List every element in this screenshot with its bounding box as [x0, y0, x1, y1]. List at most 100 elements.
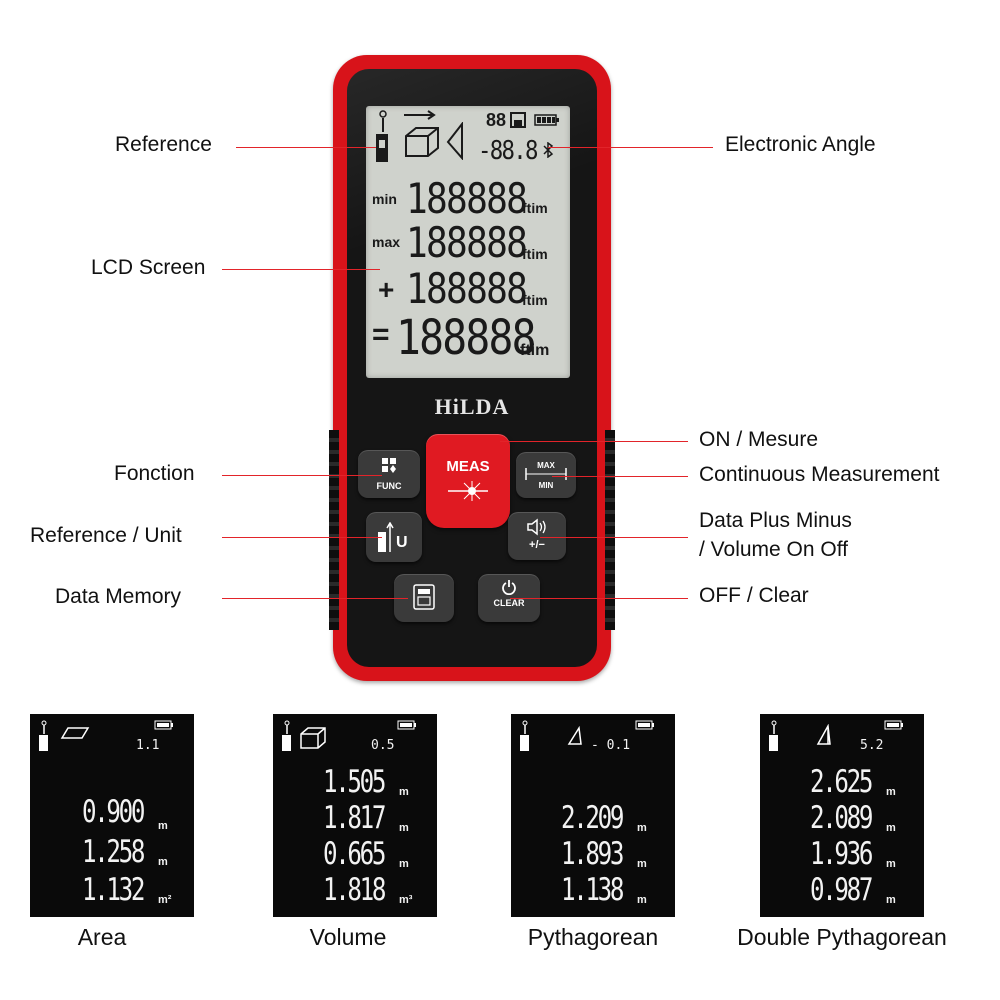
unit-1: m	[886, 786, 896, 798]
func-label: FUNC	[376, 481, 402, 491]
caption-pythagorean: Pythagorean	[527, 924, 659, 950]
lcd-unit-2: ftim	[522, 246, 548, 262]
reference-icon	[39, 720, 48, 751]
value-1: 0.900	[82, 794, 145, 830]
reference-icon	[282, 720, 291, 751]
reference-icon	[769, 720, 778, 751]
lcd-unit-3: ftim	[522, 292, 548, 308]
unit-2: m	[399, 822, 409, 834]
battery-icon	[635, 720, 654, 730]
value-2: 2.089	[810, 800, 873, 836]
callout-reference: Reference	[115, 133, 212, 156]
value-2: 1.258	[82, 834, 145, 870]
callout-electronic-angle: Electronic Angle	[725, 133, 876, 156]
lcd-label-equals: =	[372, 318, 390, 351]
value-2: 1.893	[561, 836, 624, 872]
reference-device-icon	[378, 522, 394, 552]
angle-readout: 5.2	[860, 738, 884, 753]
memory-save-icon	[510, 112, 526, 128]
right-grip	[605, 430, 615, 630]
value-3: 0.665	[323, 836, 386, 872]
callout-line-electronic-angle	[548, 147, 713, 148]
lcd-row-3: 188888	[406, 264, 528, 313]
unit-3: m	[399, 858, 409, 870]
unit-1: m	[158, 820, 168, 832]
unit-2: m	[158, 856, 168, 868]
angle-readout: 1.1	[136, 738, 160, 753]
value-2: 1.817	[323, 800, 386, 836]
speaker-icon	[527, 518, 546, 536]
value-1: 2.209	[561, 800, 624, 836]
lcd-row-4: 188888	[396, 310, 537, 366]
left-grip	[329, 430, 339, 630]
max-min-button[interactable]: MAX MIN	[516, 452, 576, 498]
unit-3: m	[637, 894, 647, 906]
value-3: 1.132	[82, 872, 145, 908]
callout-line-plus-minus	[540, 537, 688, 538]
callout-plus-minus-2: / Volume On Off	[699, 538, 849, 561]
lcd-row-1: 188888	[406, 174, 528, 223]
caption-area: Area	[77, 924, 127, 950]
value-4: 0.987	[810, 872, 873, 908]
lcd-screen: 88 -88.8 min max + = 188888 188888 18888…	[366, 106, 570, 378]
callout-line-on-mesure	[500, 441, 688, 442]
battery-icon	[534, 114, 559, 126]
plus-minus-label: +/−	[529, 539, 545, 551]
lcd-label-plus: +	[378, 274, 395, 305]
power-icon	[502, 580, 516, 595]
callout-plus-minus-1: Data Plus Minus	[699, 509, 852, 532]
battery-icon	[154, 720, 173, 730]
callout-data-memory: Data Memory	[55, 585, 182, 608]
value-4: 1.818	[323, 872, 386, 908]
unit-2: m	[886, 822, 896, 834]
mode-display-double-pythagorean: 5.2 2.625 m 2.089 m 1.936 m 0.987 m	[760, 714, 924, 917]
battery-icon	[397, 720, 416, 730]
battery-icon	[884, 720, 903, 730]
lcd-row-2: 188888	[406, 218, 528, 267]
unit-2: m	[637, 858, 647, 870]
lcd-label-max: max	[372, 234, 401, 250]
callout-lcd-screen: LCD Screen	[91, 256, 206, 279]
mode-display-pythagorean: - 0.1 2.209 m 1.893 m 1.138 m	[511, 714, 675, 917]
electronic-angle-readout: -88.8	[478, 136, 538, 166]
value-3: 1.936	[810, 836, 873, 872]
pythagorean-icon	[567, 726, 582, 745]
callout-off-clear: OFF / Clear	[699, 584, 809, 607]
meas-label: MEAS	[446, 458, 490, 475]
laser-icon	[448, 481, 488, 501]
callout-on-mesure: ON / Mesure	[699, 428, 819, 451]
callout-line-continuous	[552, 476, 688, 477]
mode-display-area: 1.1 0.900 m 1.258 m 1.132 m²	[30, 714, 194, 917]
unit-1: m	[637, 822, 647, 834]
func-button[interactable]: FUNC	[358, 450, 420, 498]
meas-button[interactable]: MEAS	[426, 434, 510, 528]
unit-1: m	[399, 786, 409, 798]
plus-minus-volume-button[interactable]: +/−	[508, 512, 566, 560]
value-1: 2.625	[810, 764, 873, 800]
brand-logo: HiLDA	[434, 394, 510, 419]
value-1: 1.505	[323, 764, 386, 800]
unit-3: m	[886, 858, 896, 870]
callout-line-reference-unit	[222, 537, 382, 538]
unit-label: U	[396, 534, 408, 551]
clear-label: CLEAR	[493, 598, 525, 608]
max-label: MAX	[537, 461, 555, 470]
lcd-unit-1: ftim	[522, 200, 548, 216]
reference-icon	[520, 720, 529, 751]
caption-double-pythagorean: Double Pythagorean	[737, 924, 947, 950]
unit-4: m³	[399, 894, 413, 906]
bluetooth-icon	[543, 142, 554, 158]
angle-readout: - 0.1	[591, 738, 631, 753]
callout-line-lcd	[222, 269, 380, 270]
function-grid-icon	[382, 458, 396, 473]
memory-icon	[413, 584, 435, 610]
double-pythagorean-icon	[816, 724, 831, 745]
volume-cube-icon	[405, 127, 439, 157]
callout-line-data-memory	[222, 598, 408, 599]
lcd-unit-4: ftim	[520, 342, 550, 359]
value-3: 1.138	[561, 872, 624, 908]
lcd-label-min: min	[372, 191, 397, 207]
min-label: MIN	[538, 481, 554, 490]
mode-display-volume: 0.5 1.505 m 1.817 m 0.665 m 1.818 m³	[273, 714, 437, 917]
volume-cube-icon	[300, 727, 326, 749]
